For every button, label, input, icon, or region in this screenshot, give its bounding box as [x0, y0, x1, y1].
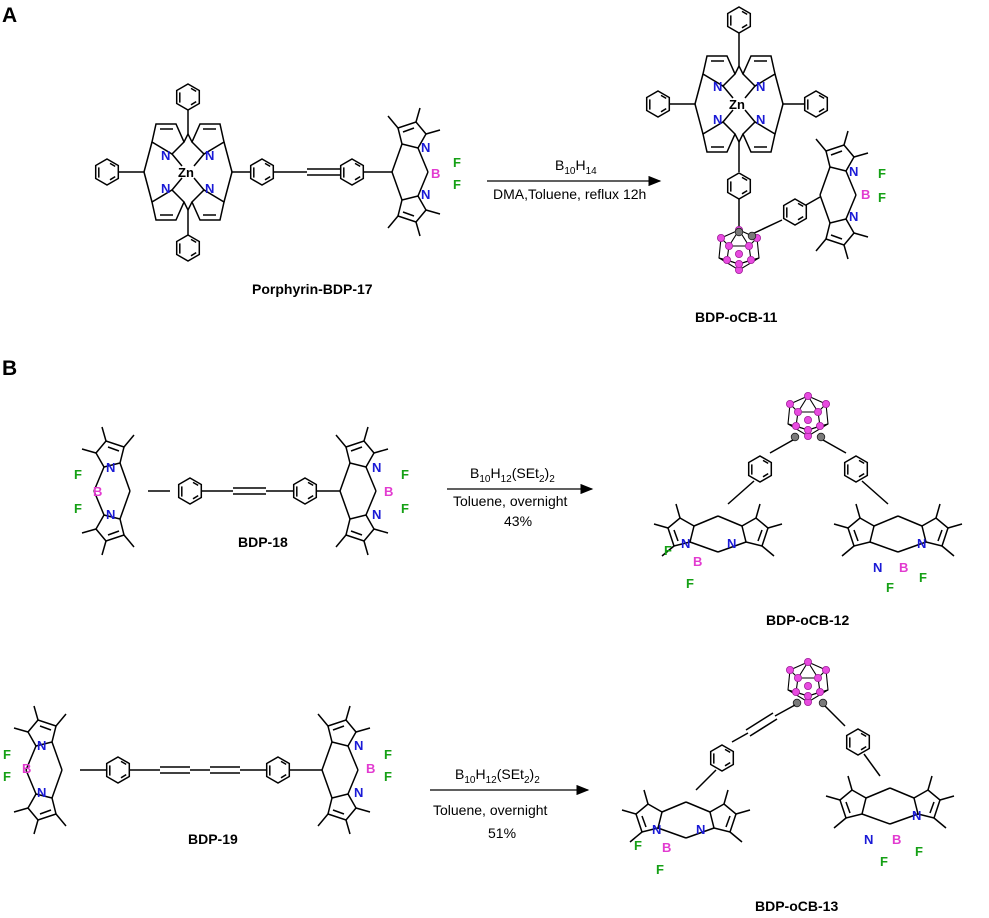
- atom-n: N: [864, 832, 873, 847]
- atom-f: F: [686, 576, 694, 591]
- atom-b: B: [892, 832, 901, 847]
- atom-n: N: [917, 536, 926, 551]
- bdp-18-structure: [81, 426, 389, 556]
- conditions-b1: Toluene, overnight: [453, 493, 568, 509]
- atom-b: B: [662, 840, 671, 855]
- compound-label-bdp-ocb-12: BDP-oCB-12: [766, 612, 849, 628]
- atom-n: N: [681, 536, 690, 551]
- bdp-ocb-13-structure: [621, 657, 955, 843]
- atom-n: N: [372, 460, 381, 475]
- atom-n: N: [106, 460, 115, 475]
- atom-f: F: [656, 862, 664, 877]
- atom-n: N: [912, 808, 921, 823]
- atom-n: N: [37, 785, 46, 800]
- atom-b: B: [22, 761, 31, 776]
- atom-f: F: [3, 769, 11, 784]
- atom-zn: Zn: [729, 97, 745, 112]
- atom-b: B: [861, 187, 870, 202]
- atom-n: N: [713, 112, 722, 127]
- compound-label-porphyrin-bdp-17: Porphyrin-BDP-17: [252, 281, 373, 297]
- atom-zn: Zn: [178, 165, 194, 180]
- reagent-b10h14: B10H14: [555, 157, 597, 177]
- atom-f: F: [401, 467, 409, 482]
- atom-f: F: [915, 844, 923, 859]
- atom-f: F: [878, 166, 886, 181]
- atom-n: N: [161, 148, 170, 163]
- compound-label-bdp-19: BDP-19: [188, 831, 238, 847]
- yield-b1: 43%: [504, 513, 532, 529]
- atom-f: F: [886, 580, 894, 595]
- bdp-ocb-12-structure: [653, 391, 963, 557]
- atom-n: N: [205, 148, 214, 163]
- atom-f: F: [634, 838, 642, 853]
- reagent-b10h12-set2-2: B10H12(SEt2)2: [470, 465, 555, 485]
- atom-b: B: [431, 166, 440, 181]
- bdp-ocb-11-structure: [645, 6, 869, 275]
- atom-n: N: [713, 79, 722, 94]
- atom-n: N: [727, 536, 736, 551]
- atom-n: N: [205, 181, 214, 196]
- atom-n: N: [756, 79, 765, 94]
- compound-label-bdp-18: BDP-18: [238, 534, 288, 550]
- atom-n: N: [849, 164, 858, 179]
- atom-b: B: [693, 554, 702, 569]
- atom-n: N: [161, 181, 170, 196]
- porphyrin-bdp-17-structure: [94, 83, 441, 262]
- compound-label-bdp-ocb-11: BDP-oCB-11: [695, 309, 778, 325]
- atom-b: B: [899, 560, 908, 575]
- atom-f: F: [919, 570, 927, 585]
- panel-label-a: A: [2, 4, 17, 27]
- atom-n: N: [372, 507, 381, 522]
- yield-b2: 51%: [488, 825, 516, 841]
- atom-f: F: [878, 190, 886, 205]
- atom-f: F: [664, 543, 672, 558]
- atom-n: N: [37, 738, 46, 753]
- atom-n: N: [421, 140, 430, 155]
- atom-f: F: [74, 501, 82, 516]
- panel-label-b: B: [2, 357, 17, 380]
- atom-b: B: [384, 484, 393, 499]
- atom-f: F: [453, 177, 461, 192]
- atom-f: F: [3, 747, 11, 762]
- atom-f: F: [401, 501, 409, 516]
- atom-f: F: [384, 769, 392, 784]
- atom-n: N: [106, 507, 115, 522]
- atom-f: F: [880, 854, 888, 869]
- atom-n: N: [652, 822, 661, 837]
- atom-n: N: [354, 738, 363, 753]
- conditions-b2: Toluene, overnight: [433, 802, 548, 818]
- atom-f: F: [453, 155, 461, 170]
- atom-n: N: [696, 822, 705, 837]
- atom-f: F: [384, 747, 392, 762]
- atom-n: N: [873, 560, 882, 575]
- atom-n: N: [354, 785, 363, 800]
- compound-label-bdp-ocb-13: BDP-oCB-13: [755, 898, 838, 914]
- atom-n: N: [756, 112, 765, 127]
- atom-n: N: [849, 209, 858, 224]
- conditions-a: DMA,Toluene, reflux 12h: [493, 186, 646, 202]
- atom-f: F: [74, 467, 82, 482]
- atom-b: B: [366, 761, 375, 776]
- bdp-19-structure: [13, 705, 371, 835]
- reagent-b10h12-set2-2: B10H12(SEt2)2: [455, 766, 540, 786]
- atom-b: B: [93, 484, 102, 499]
- atom-n: N: [421, 187, 430, 202]
